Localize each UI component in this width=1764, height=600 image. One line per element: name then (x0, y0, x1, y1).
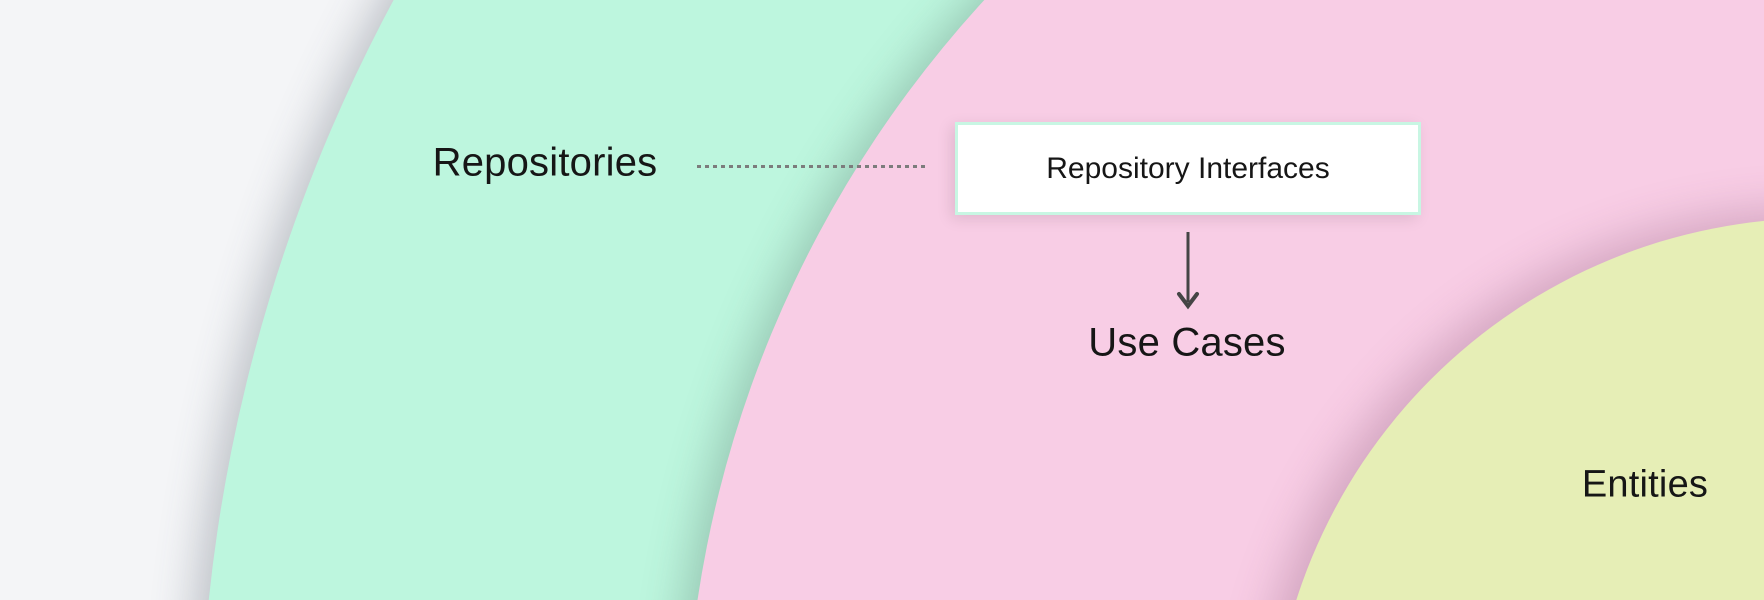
entities-label: Entities (1581, 463, 1709, 506)
use-cases-label: Use Cases (1088, 320, 1286, 365)
dotted-connector-line (697, 165, 929, 168)
arrow-down-icon (1177, 232, 1199, 310)
repository-interfaces-label: Repository Interfaces (1046, 151, 1330, 185)
repository-interfaces-box: Repository Interfaces (955, 122, 1421, 215)
repositories-label: Repositories (432, 140, 658, 185)
